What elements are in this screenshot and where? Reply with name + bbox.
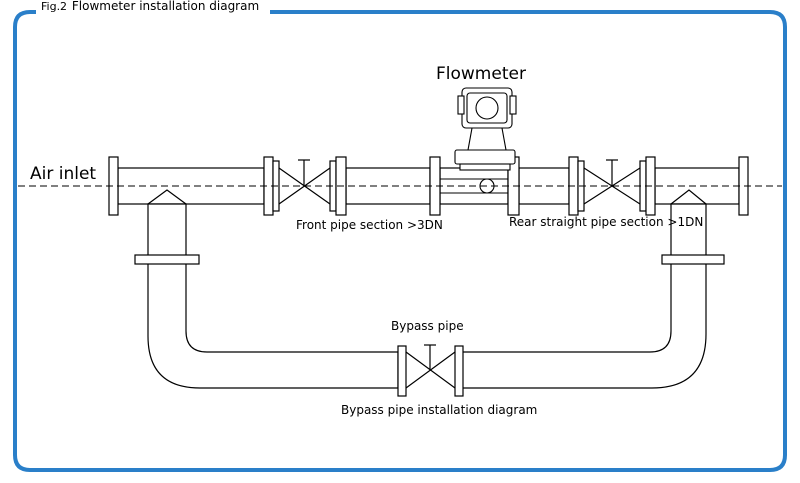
inlet-tee <box>147 189 187 205</box>
bypass-valve-flange <box>454 345 464 397</box>
rear-valve <box>583 159 641 205</box>
bypass-flange <box>134 254 200 265</box>
figure-frame <box>13 10 787 472</box>
bypass-valve <box>405 344 456 389</box>
bypass-valve-flange <box>397 345 407 397</box>
figure-title: Fig.2 Flowmeter installation diagram <box>38 0 263 13</box>
air-inlet-label: Air inlet <box>30 164 97 184</box>
bypass-installation-label: Bypass pipe installation diagram <box>341 403 538 417</box>
front-valve <box>278 159 331 205</box>
flowmeter-transmitter <box>454 87 517 194</box>
figure-number: Fig.2 <box>41 0 68 13</box>
figure-title-text: Flowmeter installation diagram <box>71 0 260 13</box>
bypass-pipe-label: Bypass pipe <box>391 319 464 333</box>
bypass-flange <box>661 254 725 265</box>
front-pipe-label: Front pipe section >3DN <box>296 218 443 232</box>
bypass-pipe <box>459 203 707 389</box>
outlet-tee <box>670 189 707 205</box>
flowmeter-label: Flowmeter <box>436 64 526 84</box>
rear-pipe-label: Rear straight pipe section >1DN <box>509 215 704 229</box>
